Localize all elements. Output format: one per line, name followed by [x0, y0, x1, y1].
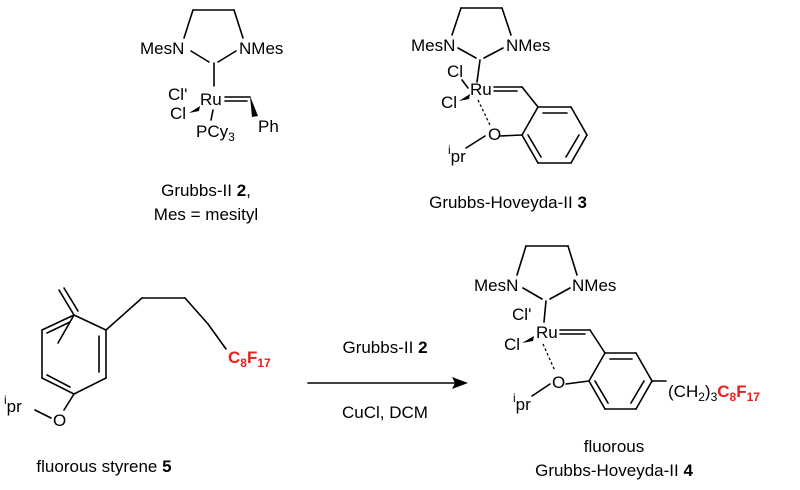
cl-upper-label: Cl: [447, 62, 463, 81]
cl-upper-label: Cl': [512, 305, 531, 324]
pcy3-label: PCy3: [196, 122, 235, 144]
grubbs-ii-caption: Grubbs-II 2,: [161, 181, 251, 200]
reaction-arrow: [307, 377, 468, 389]
o-label: O: [552, 373, 565, 392]
grubbs-hoveyda-ii-caption: Grubbs-Hoveyda-II 3: [429, 193, 587, 212]
conditions-below: CuCl, DCM: [342, 403, 428, 422]
grubbs-ii-mes-note: Mes = mesityl: [154, 205, 258, 224]
mes-left-label: MesN: [474, 276, 518, 295]
reagent-above: Grubbs-II 2: [342, 338, 427, 357]
fluorous-grubbs-hoveyda-structure: MesN NMes Cl' Cl Ru O ipr (CH2)3C8F17: [474, 245, 760, 414]
ch2-3-c8f17-label: (CH2)3C8F17: [668, 382, 760, 404]
c8f17-label: C8F17: [228, 348, 271, 370]
fluorous-styrene-structure: C8F17 O ipr: [4, 287, 271, 430]
o-label: O: [488, 125, 501, 144]
ru-label: Ru: [200, 90, 222, 109]
cl-upper-label: Cl': [168, 85, 187, 104]
mes-right-label: NMes: [239, 39, 283, 58]
ipr-label: ipr: [4, 393, 22, 416]
cl-lower-label: Cl: [504, 335, 520, 354]
grubbs-ii-structure: MesN NMes Cl' Cl Ru Ph PCy3: [140, 9, 283, 144]
mes-right-label: NMes: [572, 276, 616, 295]
o-label: O: [53, 411, 66, 430]
ru-label: Ru: [470, 80, 492, 99]
ipr-label: ipr: [513, 391, 531, 414]
ru-label: Ru: [536, 323, 558, 342]
cl-lower-label: Cl: [170, 104, 186, 123]
fluorous-styrene-caption: fluorous styrene 5: [36, 457, 171, 476]
ph-label: Ph: [258, 117, 279, 136]
mes-left-label: MesN: [411, 36, 455, 55]
ipr-label: ipr: [448, 143, 466, 166]
mes-right-label: NMes: [506, 36, 550, 55]
cl-lower-label: Cl: [441, 93, 457, 112]
grubbs-hoveyda-ii-structure: MesN NMes Cl Cl Ru O ipr: [411, 7, 588, 166]
product-caption-line2: Grubbs-Hoveyda-II 4: [535, 461, 693, 480]
mes-left-label: MesN: [140, 39, 184, 58]
product-caption-line1: fluorous: [584, 437, 644, 456]
